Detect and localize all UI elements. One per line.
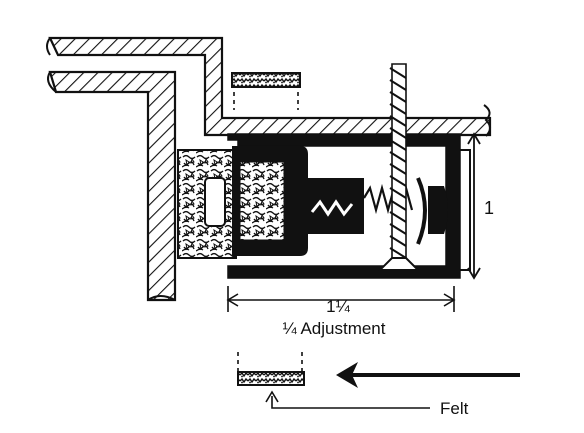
- header-frame: [46, 36, 492, 137]
- height-dimension: [467, 132, 481, 280]
- felt-strip-upper: [231, 72, 301, 110]
- metal-channel: [227, 133, 461, 279]
- width-dimension: [226, 286, 456, 312]
- adjustment-note: ¼ Adjustment: [282, 319, 385, 338]
- felt-strip-lower: [237, 352, 305, 386]
- door-jamb: [47, 70, 177, 302]
- piston-block: [232, 146, 364, 256]
- foam-insert: [177, 149, 237, 259]
- door-edge-plate: [416, 149, 471, 271]
- width-dimension-label: 1¼: [326, 297, 350, 316]
- felt-leader-arrow: [265, 390, 430, 409]
- felt-label: Felt: [440, 399, 469, 418]
- direction-arrow: [336, 362, 520, 388]
- height-dimension-label: 1: [484, 198, 494, 218]
- adjustment-screw: [377, 63, 421, 271]
